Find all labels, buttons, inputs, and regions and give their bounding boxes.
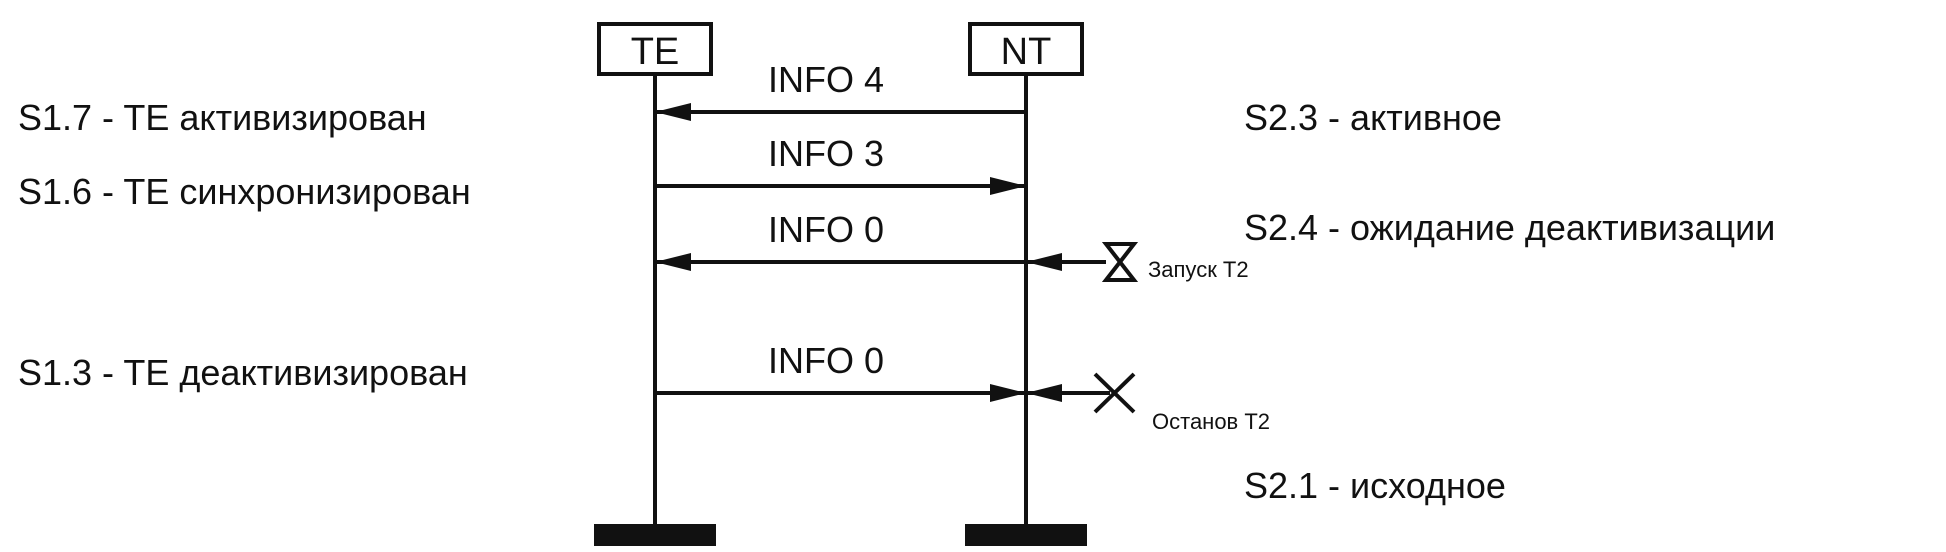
timer-start: Запуск T2	[1026, 242, 1249, 282]
timer-start-icon	[1101, 242, 1139, 282]
left-state-s1-7: S1.7 - TE активизирован	[18, 97, 427, 138]
timer-stop: Останов T2	[1026, 372, 1270, 434]
entity-nt: NT	[968, 22, 1084, 76]
message-info0-second-label: INFO 0	[768, 340, 884, 381]
message-info4-label: INFO 4	[768, 59, 884, 100]
timer-start-label: Запуск T2	[1148, 257, 1249, 282]
right-state-s2-3: S2.3 - активное	[1244, 97, 1502, 138]
message-info3-label: INFO 3	[768, 133, 884, 174]
entity-te: TE	[597, 22, 713, 76]
entity-te-label: TE	[631, 31, 680, 73]
message-info3: INFO 3	[655, 133, 1026, 195]
left-state-s1-3: S1.3 - TE деактивизирован	[18, 352, 468, 393]
lifeline-nt-terminator	[965, 524, 1087, 546]
right-state-s2-4: S2.4 - ожидание деактивизации	[1244, 207, 1775, 248]
message-info4: INFO 4	[655, 59, 1026, 121]
right-state-s2-1: S2.1 - исходное	[1244, 465, 1506, 506]
message-info0-first: INFO 0	[655, 209, 1026, 271]
message-info0-second: INFO 0	[655, 340, 1026, 402]
lifeline-te-terminator	[594, 524, 716, 546]
message-info0-first-label: INFO 0	[768, 209, 884, 250]
entity-nt-label: NT	[1001, 31, 1052, 73]
left-state-s1-6: S1.6 - TE синхронизирован	[18, 171, 471, 212]
timer-stop-label: Останов T2	[1152, 409, 1270, 434]
timer-stop-icon	[1093, 372, 1136, 414]
